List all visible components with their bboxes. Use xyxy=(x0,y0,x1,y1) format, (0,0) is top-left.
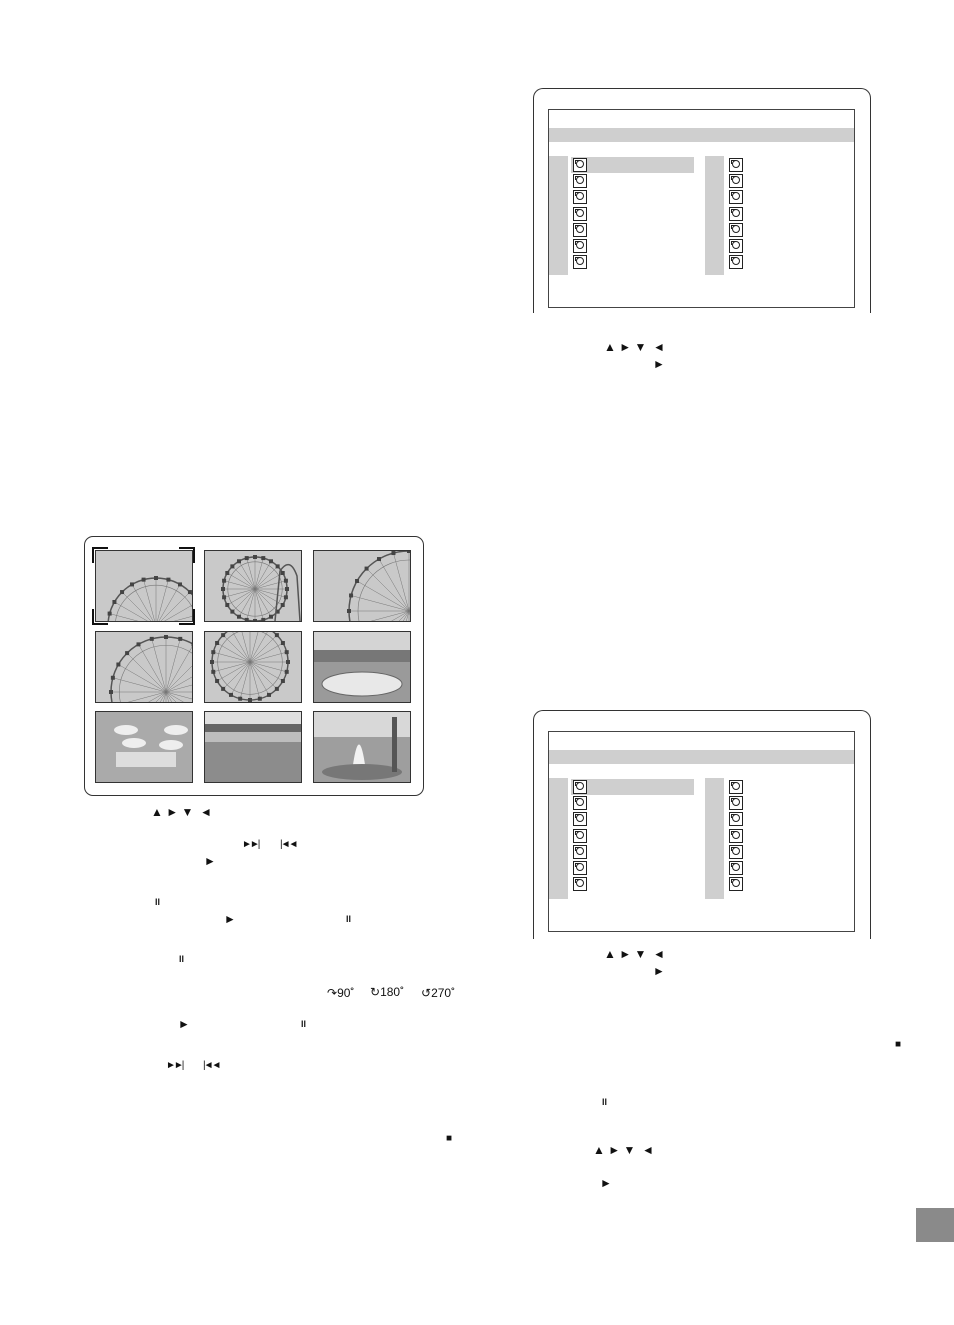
image-file-icon[interactable] xyxy=(573,239,587,253)
page-tab xyxy=(916,1208,954,1242)
thumbnail-flower-field[interactable] xyxy=(204,711,302,783)
play-icon: ► xyxy=(600,1176,612,1190)
menu-screen-inner xyxy=(548,109,855,308)
image-file-icon[interactable] xyxy=(729,158,743,172)
play-icon: ► xyxy=(224,912,236,926)
selection-corner-top-right xyxy=(179,547,195,563)
menu-screen-top xyxy=(533,88,871,313)
thumbnail-umbrellas[interactable] xyxy=(95,711,193,783)
right-column-strip xyxy=(705,156,724,275)
image-file-icon[interactable] xyxy=(729,255,743,270)
image-file-icon[interactable] xyxy=(573,190,587,205)
image-file-icon[interactable] xyxy=(729,174,743,189)
image-file-icon[interactable] xyxy=(573,861,587,875)
image-file-icon[interactable] xyxy=(573,796,587,811)
image-file-icon[interactable] xyxy=(573,844,587,859)
image-file-icon[interactable] xyxy=(573,158,587,172)
menu-header-band xyxy=(549,750,854,764)
image-file-icon[interactable] xyxy=(573,255,587,270)
stop-icon: ■ xyxy=(895,1039,902,1050)
menu-header-band xyxy=(549,128,854,142)
arrow-keys-icon: ▲ ► ▼ ◄ xyxy=(151,805,212,819)
selection-corner-bottom-right xyxy=(179,609,195,625)
pause-icon: ll xyxy=(301,1019,307,1029)
image-file-icon[interactable] xyxy=(729,861,743,875)
image-file-icon[interactable] xyxy=(573,877,587,892)
thumbnail-ferris-wheel[interactable] xyxy=(313,550,411,622)
image-file-icon[interactable] xyxy=(729,844,743,859)
play-icon: ► xyxy=(204,854,216,868)
menu-screen-inner xyxy=(548,731,855,932)
thumbnail-ferris-wheel[interactable] xyxy=(95,550,193,622)
pause-icon: ll xyxy=(346,914,352,924)
rotate-90-icon: ↷90˚ xyxy=(327,986,355,1000)
image-file-icon[interactable] xyxy=(729,796,743,811)
prev-icon: |◄◄ xyxy=(203,1060,221,1071)
selected-file-row[interactable] xyxy=(571,779,694,795)
thumbnail-flower-garden[interactable] xyxy=(313,631,411,703)
left-column-strip xyxy=(549,778,568,899)
thumbnail-fountain[interactable] xyxy=(313,711,411,783)
selection-corner-bottom-left xyxy=(92,609,108,625)
pause-icon: ll xyxy=(602,1097,608,1107)
rotate-180-icon: ↻180˚ xyxy=(370,985,405,999)
image-file-icon[interactable] xyxy=(729,206,743,221)
right-column-strip xyxy=(705,778,724,899)
thumbnail-ferris-wheel[interactable] xyxy=(204,631,302,703)
thumbnail-screen xyxy=(84,536,424,796)
arrow-keys-icon: ▲ ► ▼ ◄ xyxy=(593,1143,654,1157)
image-file-icon[interactable] xyxy=(729,239,743,253)
play-icon: ► xyxy=(653,357,665,371)
play-icon: ► xyxy=(178,1017,190,1031)
pause-icon: ll xyxy=(155,897,161,907)
pause-icon: ll xyxy=(179,954,185,964)
next-icon: ►►| xyxy=(166,1060,184,1071)
image-file-icon[interactable] xyxy=(729,222,743,237)
arrow-keys-icon: ▲ ► ▼ ◄ xyxy=(604,340,665,354)
selection-corner-top-left xyxy=(92,547,108,563)
image-file-icon[interactable] xyxy=(573,780,587,794)
image-file-icon[interactable] xyxy=(573,222,587,237)
image-file-icon[interactable] xyxy=(573,812,587,827)
thumbnail-ferris-wheel[interactable] xyxy=(95,631,193,703)
image-file-icon[interactable] xyxy=(729,877,743,892)
image-file-icon[interactable] xyxy=(729,190,743,205)
image-file-icon[interactable] xyxy=(729,812,743,827)
thumbnail-ferris-wheel-coaster[interactable] xyxy=(204,550,302,622)
left-column-strip xyxy=(549,156,568,275)
image-file-icon[interactable] xyxy=(573,828,587,843)
image-file-icon[interactable] xyxy=(573,206,587,221)
menu-screen-bottom xyxy=(533,710,871,939)
play-icon: ► xyxy=(653,964,665,978)
prev-icon: |◄◄ xyxy=(280,839,298,850)
image-file-icon[interactable] xyxy=(729,780,743,794)
selected-file-row[interactable] xyxy=(571,157,694,173)
image-file-icon[interactable] xyxy=(573,174,587,189)
stop-icon: ■ xyxy=(446,1133,453,1144)
arrow-keys-icon: ▲ ► ▼ ◄ xyxy=(604,947,665,961)
rotate-270-icon: ↺270˚ xyxy=(421,986,456,1000)
image-file-icon[interactable] xyxy=(729,828,743,843)
next-icon: ►►| xyxy=(242,839,260,850)
